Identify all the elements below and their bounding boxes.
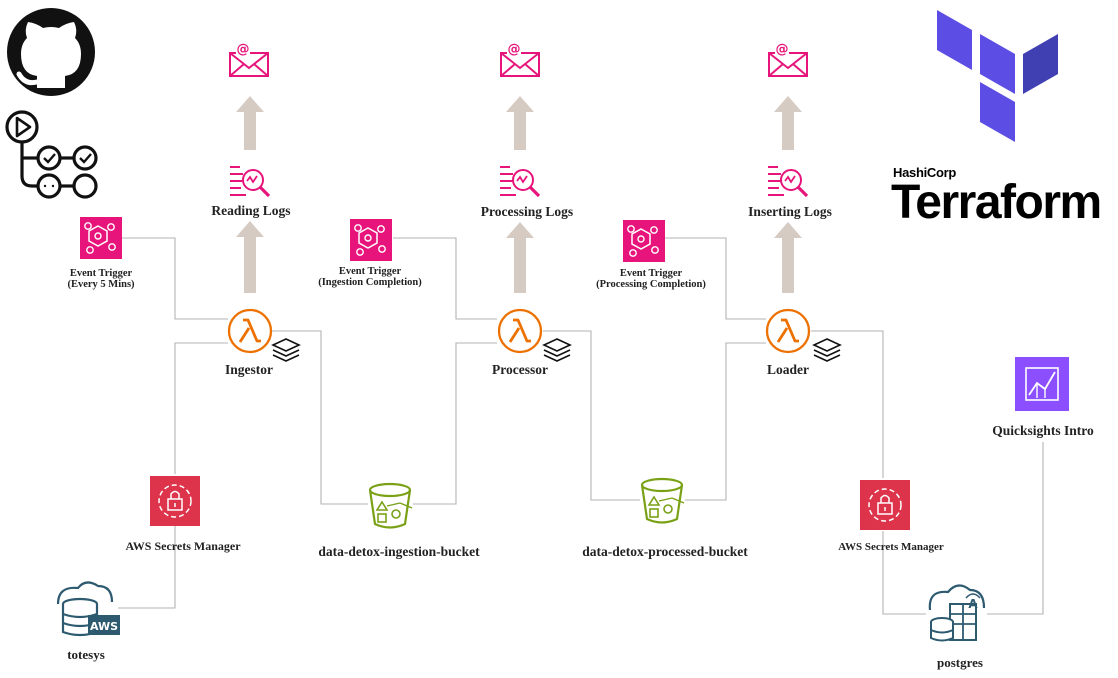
- lambda-icon: [497, 308, 543, 354]
- github-icon: [7, 8, 95, 96]
- log-search-icon: [766, 165, 809, 198]
- secrets-manager-right-label: AWS Secrets Manager: [838, 541, 944, 553]
- terraform-name: Terraform: [891, 176, 1102, 229]
- connector-ingestor-bucket: [272, 330, 368, 505]
- processed-bucket-label: data-detox-processed-bucket: [582, 544, 748, 559]
- lambda-icon: [227, 308, 273, 354]
- totesys-label: totesys: [67, 647, 105, 662]
- log-search-icon: [228, 165, 271, 198]
- arrow-loader-logs: [774, 222, 802, 293]
- layers-icon: [813, 338, 841, 362]
- database-icon: A: [928, 584, 986, 642]
- log-arrows: [236, 96, 802, 293]
- eventbridge-icon: [349, 218, 393, 262]
- reading-logs-label: Reading Logs: [211, 203, 291, 218]
- layers-icon: [272, 338, 300, 362]
- log-search-icon: [498, 165, 541, 198]
- arrow-processing-email: [506, 96, 534, 150]
- eventbridge-icon: [622, 219, 666, 263]
- secrets-manager-icon: [859, 479, 911, 531]
- connector-trigger-ingestor: [122, 237, 228, 320]
- inserting-logs-label: Inserting Logs: [748, 204, 832, 219]
- connector-postgres-quicksight: [987, 442, 1044, 615]
- loader-label: Loader: [767, 362, 809, 377]
- trigger-title: Event Trigger: [338, 266, 402, 277]
- ingestor-trigger-label: Event Trigger (Every 5 Mins): [67, 268, 134, 290]
- processor-label: Processor: [492, 362, 548, 377]
- terraform-brand: HashiCorp: [893, 165, 957, 180]
- connector-secrets-ingestor: [174, 342, 228, 474]
- arrow-ingestor-logs: [236, 221, 264, 293]
- layers-icon: [543, 338, 571, 362]
- secrets-manager-icon: [149, 475, 201, 527]
- quicksight-label: Quicksights Intro: [992, 423, 1094, 438]
- postgres-label: postgres: [937, 655, 983, 670]
- arrow-reading-email: [236, 96, 264, 150]
- connector-totesys-secrets: [118, 525, 176, 609]
- arrow-inserting-email: [774, 96, 802, 150]
- ingestion-bucket-label: data-detox-ingestion-bucket: [318, 544, 480, 559]
- connector-bucket-processor: [413, 342, 497, 505]
- connector-trigger-processor: [393, 237, 497, 320]
- terraform-logo-icon: [937, 10, 1058, 142]
- svg-text:A: A: [968, 597, 978, 611]
- connector-loader-secrets: [811, 330, 884, 478]
- ingestor-label: Ingestor: [225, 362, 273, 377]
- connector-processor-bucket: [543, 330, 640, 501]
- s3-bucket-icon: [640, 477, 686, 524]
- email-icon: [768, 41, 808, 77]
- processing-logs-label: Processing Logs: [480, 204, 574, 219]
- email-icon: [229, 41, 269, 77]
- s3-bucket-icon: [368, 482, 414, 529]
- eventbridge-icon: [79, 216, 123, 260]
- connector-trigger-loader: [665, 237, 766, 320]
- arrow-processor-logs: [506, 222, 534, 293]
- github-actions-icon: [5, 110, 98, 199]
- processor-trigger-label: Event Trigger (Ingestion Completion): [318, 266, 422, 288]
- trigger-detail: (Every 5 Mins): [67, 279, 135, 290]
- secrets-manager-left-label: AWS Secrets Manager: [125, 539, 241, 553]
- trigger-title: Event Trigger: [619, 268, 683, 279]
- connector-lines: [118, 237, 1044, 615]
- aws-badge-text: AWS: [90, 620, 118, 633]
- trigger-detail: (Ingestion Completion): [318, 277, 422, 288]
- email-icon: [500, 41, 540, 77]
- lambda-icon: [765, 308, 811, 354]
- database-icon: [56, 581, 120, 637]
- connector-secrets-postgres: [882, 531, 926, 615]
- quicksight-icon: [1015, 357, 1069, 411]
- connector-bucket-loader: [685, 342, 766, 501]
- trigger-title: Event Trigger: [69, 268, 133, 279]
- trigger-detail: (Processing Completion): [596, 279, 706, 290]
- loader-trigger-label: Event Trigger (Processing Completion): [596, 268, 706, 290]
